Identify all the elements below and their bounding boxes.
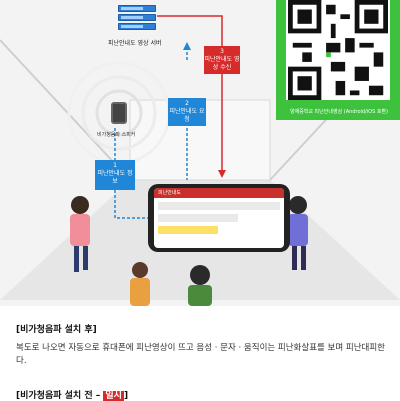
- before-title-suffix: ]: [123, 391, 129, 401]
- before-install-title: [비가청음파 설치 전 – 일시]: [16, 388, 128, 401]
- qr-code-panel[interactable]: 양재중학교 피난안내영상 (Android/iOS 호환): [276, 0, 400, 120]
- speaker-icon: [111, 102, 127, 124]
- step-2-box: 2 피난안내도 요청: [168, 98, 206, 126]
- before-title-prefix: [비가청음파 설치 전 –: [16, 391, 104, 401]
- step-2-number: 2: [185, 100, 189, 107]
- step-3-box: 3 피난안내도 영상 수신: [204, 46, 240, 74]
- before-title-highlight: 일시: [103, 391, 124, 401]
- illustration: 피난안내도 영상 서버 3 피난안내도 영상 수신 2 피난안내도 요청 1 피…: [0, 0, 400, 306]
- step-1-number: 1: [113, 162, 117, 169]
- step-1-box: 1 피난안내도 정보: [95, 160, 135, 190]
- after-install-body: 복도로 나오면 자동으로 휴대폰에 피난영상이 뜨고 음성 · 문자 · 움직이…: [16, 343, 385, 366]
- smartphone-icon: 피난안내도: [148, 184, 290, 252]
- phone-screen: 피난안내도: [154, 188, 284, 248]
- step-3-number: 3: [220, 48, 224, 55]
- phone-title: 피난안내도: [154, 188, 284, 198]
- qr-label: 양재중학교 피난안내영상 (Android/iOS 호환): [290, 109, 388, 115]
- step-1-text: 피난안내도 정보: [97, 170, 133, 185]
- qr-code-icon: [286, 0, 390, 100]
- server-label: 피난안내도 영상 서버: [108, 40, 162, 47]
- speaker-label: 비가청음파 스피커: [97, 132, 136, 138]
- step-2-text: 피난안내도 요청: [169, 108, 205, 123]
- step-3-text: 피난안내도 영상 수신: [204, 56, 240, 71]
- after-install-title: [비가청음파 설치 후]: [16, 325, 97, 335]
- video-server-icon: [118, 5, 156, 35]
